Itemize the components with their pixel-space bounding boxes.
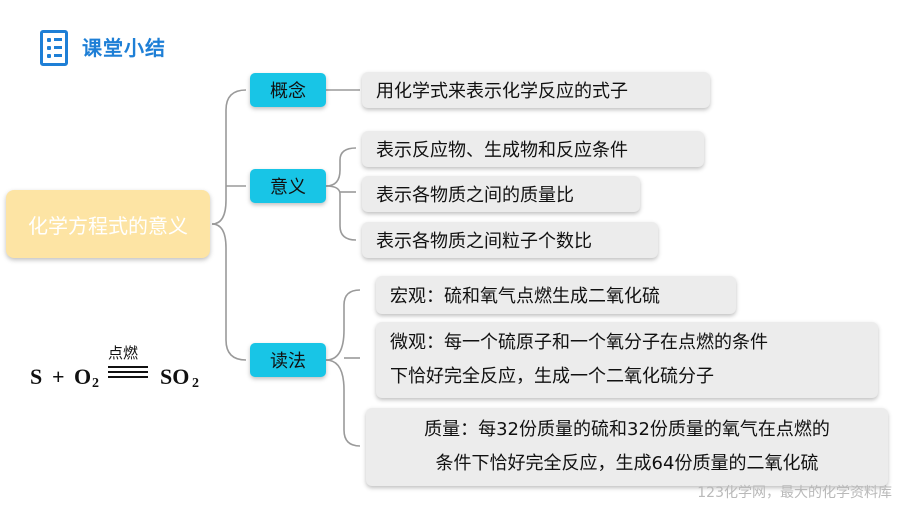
leaf-reading-micro: 微观：每一个硫原子和一个氧分子在点燃的条件 下恰好完全反应，生成一个二氧化硫分子 [376, 322, 878, 398]
eq-condition: 点燃 [108, 344, 139, 362]
eq-line-3 [108, 376, 148, 378]
category-reading: 读法 [250, 343, 326, 377]
eq-plus: + [52, 364, 65, 389]
leaf-meaning-1: 表示反应物、生成物和反应条件 [362, 131, 704, 167]
eq-sulfur: S [30, 364, 43, 389]
category-label: 概念 [270, 81, 306, 102]
eq-so2-subscript: 2 [192, 376, 199, 391]
eq-oxygen-subscript: 2 [92, 376, 99, 391]
eq-sulfur-dioxide: SO [160, 364, 190, 389]
leaf-text: 用化学式来表示化学反应的式子 [376, 81, 628, 102]
page-title: 课堂小结 [82, 36, 166, 60]
leaf-text-line: 微观：每一个硫原子和一个氧分子在点燃的条件 [390, 332, 768, 353]
leaf-text-line: 条件下恰好完全反应，生成64份质量的二氧化硫 [435, 453, 819, 474]
leaf-text: 表示各物质之间粒子个数比 [376, 231, 592, 252]
leaf-text: 表示各物质之间的质量比 [376, 185, 574, 206]
leaf-meaning-2: 表示各物质之间的质量比 [362, 176, 640, 212]
chemical-equation: S + O 2 点燃 SO 2 [30, 340, 230, 400]
leaf-reading-mass: 质量：每32份质量的硫和32份质量的氧气在点燃的 条件下恰好完全反应，生成64份… [366, 408, 888, 486]
checklist-icon [40, 30, 68, 66]
leaf-meaning-3: 表示各物质之间粒子个数比 [362, 222, 658, 258]
eq-line-1 [108, 366, 148, 368]
category-label: 意义 [270, 177, 306, 198]
root-node: 化学方程式的意义 [6, 190, 210, 258]
leaf-text-line: 质量：每32份质量的硫和32份质量的氧气在点燃的 [424, 419, 830, 440]
leaf-text-line: 下恰好完全反应，生成一个二氧化硫分子 [390, 366, 714, 387]
category-label: 读法 [270, 351, 306, 372]
leaf-reading-macro: 宏观：硫和氧气点燃生成二氧化硫 [376, 276, 736, 314]
leaf-text: 宏观：硫和氧气点燃生成二氧化硫 [390, 286, 660, 307]
root-label: 化学方程式的意义 [28, 213, 188, 238]
leaf-text: 表示反应物、生成物和反应条件 [376, 140, 628, 161]
eq-line-2 [108, 371, 148, 373]
watermark: 123化学网，最大的化学资料库 [697, 485, 892, 501]
eq-oxygen: O [74, 364, 92, 389]
category-concept: 概念 [250, 73, 326, 107]
leaf-concept: 用化学式来表示化学反应的式子 [362, 72, 710, 108]
category-meaning: 意义 [250, 169, 326, 203]
